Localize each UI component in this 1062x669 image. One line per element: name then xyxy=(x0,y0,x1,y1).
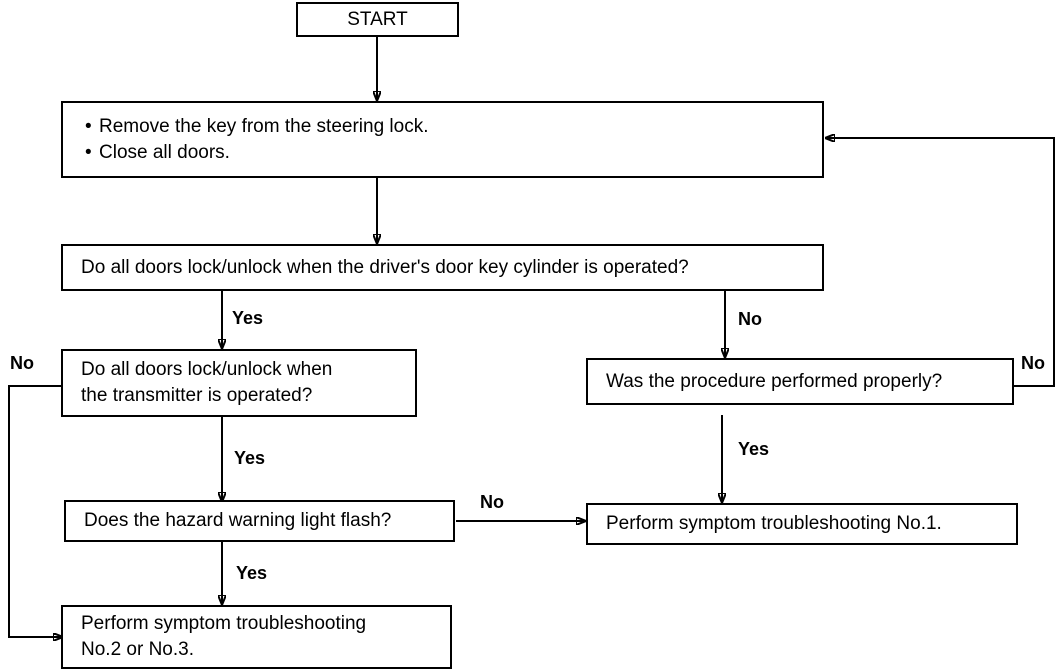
node-symptom-troubleshooting-1[interactable]: Perform symptom troubleshooting No.1. xyxy=(586,503,1018,545)
node-procedure-label: Was the procedure performed properly? xyxy=(606,370,943,392)
node-procedure-question[interactable]: Was the procedure performed properly? xyxy=(586,358,1014,405)
edge-label-hazard-no: No xyxy=(480,492,504,512)
edge-label-procedure-no: No xyxy=(1021,353,1045,373)
edge-label-procedure-yes: Yes xyxy=(738,439,770,459)
node-symptom-troubleshooting-2-3[interactable]: Perform symptom troubleshooting No.2 or … xyxy=(61,605,452,669)
node-symptom-23-line-2: No.2 or No.3. xyxy=(81,639,194,660)
connector-transmitter-no xyxy=(8,385,62,637)
node-start[interactable]: START xyxy=(296,2,459,37)
node-transmitter-line-1: Do all doors lock/unlock when xyxy=(81,359,333,380)
edge-label-transmitter-no: No xyxy=(10,353,34,373)
node-symptom-1-label: Perform symptom troubleshooting No.1. xyxy=(606,513,942,534)
node-preparation[interactable]: Remove the key from the steering lock. C… xyxy=(61,101,824,178)
node-hazard-question[interactable]: Does the hazard warning light flash? xyxy=(64,500,455,542)
edge-label-transmitter-yes: Yes xyxy=(234,448,266,468)
node-key-cylinder-label: Do all doors lock/unlock when the driver… xyxy=(81,256,689,278)
node-start-label: START xyxy=(347,8,408,30)
node-preparation-line-2: Close all doors. xyxy=(85,140,822,166)
connector-procedure-no xyxy=(826,138,1055,387)
node-preparation-line-1: Remove the key from the steering lock. xyxy=(85,114,822,140)
node-symptom-23-line-1: Perform symptom troubleshooting xyxy=(81,613,367,634)
node-key-cylinder-question[interactable]: Do all doors lock/unlock when the driver… xyxy=(61,244,824,291)
edge-label-key-cylinder-no: No xyxy=(738,309,762,329)
node-transmitter-line-2: the transmitter is operated? xyxy=(81,385,313,406)
edge-label-key-cylinder-yes: Yes xyxy=(232,308,264,328)
node-transmitter-question[interactable]: Do all doors lock/unlock when the transm… xyxy=(61,349,417,417)
node-hazard-label: Does the hazard warning light flash? xyxy=(84,510,392,531)
edge-label-hazard-yes: Yes xyxy=(236,563,268,583)
